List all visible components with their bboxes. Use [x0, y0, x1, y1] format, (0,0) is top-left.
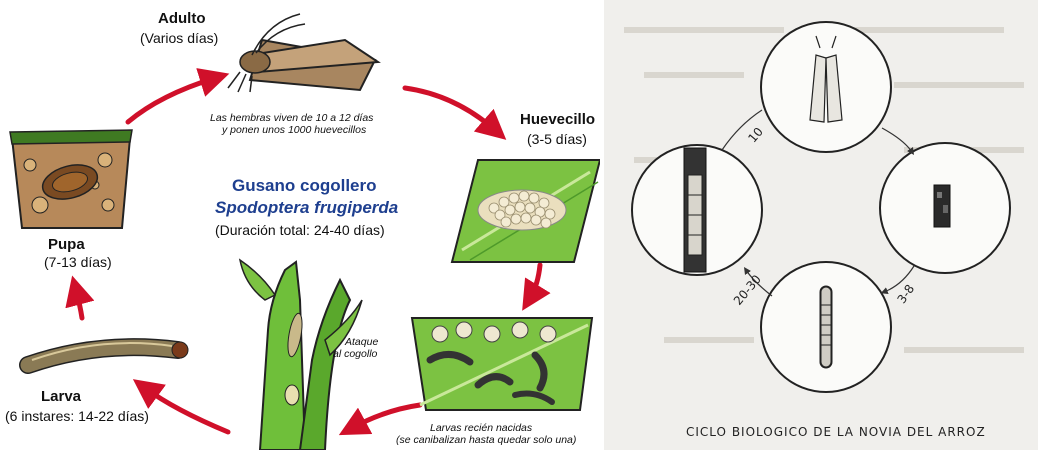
- attack-note-line1: Ataque: [345, 336, 378, 348]
- adult-stage-label: Adulto: [158, 10, 205, 27]
- rice-pest-life-cycle: 10 3-8 20-30 CICLO BIOLOGICO DE LA NOVIA…: [604, 0, 1038, 450]
- fall-armyworm-life-cycle: Adulto (Varios días) Las hembras viven d…: [0, 0, 600, 450]
- attack-note-line2: al cogollo: [333, 348, 377, 360]
- biological-cycle-diagram: [604, 0, 1038, 450]
- hatchling-note-line2: (se canibalizan hasta quedar solo una): [396, 434, 576, 446]
- diagram-scientific-name: Spodoptera frugiperda: [215, 198, 398, 218]
- arrow-egg-to-hatchling: [530, 265, 540, 298]
- egg-stage-label: Huevecillo: [520, 111, 595, 128]
- larva-sketch: [820, 292, 832, 362]
- arrow-larva-to-pupa: [76, 290, 82, 318]
- arrow-hatchling-to-attack: [352, 405, 420, 428]
- arrow-pupa-to-adult: [128, 78, 215, 122]
- larva-illustration: [28, 342, 188, 365]
- adult-circle: [761, 22, 891, 152]
- adult-note-line1: Las hembras viven de 10 a 12 días: [210, 112, 373, 124]
- larva-stage-duration: (6 instares: 14-22 días): [5, 408, 149, 424]
- pupa-stage-duration: (7-13 días): [44, 254, 112, 270]
- arrow-adult-to-egg: [405, 88, 495, 130]
- larva-stage-label: Larva: [41, 388, 81, 405]
- diagram-total-duration: (Duración total: 24-40 días): [215, 222, 385, 238]
- pupa-soil-illustration: [10, 130, 132, 228]
- pupa-stem-sketch: [684, 148, 706, 272]
- adult-stage-duration: (Varios días): [140, 30, 218, 46]
- hatchling-note-line1: Larvas recién nacidas: [430, 422, 532, 434]
- egg-mass-sketch: [934, 185, 950, 227]
- diagram-title: Gusano cogollero: [232, 176, 377, 196]
- arrow-attack-to-larva: [145, 388, 228, 432]
- pupa-stage-label: Pupa: [48, 236, 85, 253]
- figure-caption: CICLO BIOLOGICO DE LA NOVIA DEL ARROZ: [686, 425, 986, 439]
- egg-stage-duration: (3-5 días): [527, 131, 587, 147]
- adult-moth-illustration: [228, 14, 378, 92]
- egg-mass-leaf-illustration: [452, 160, 600, 262]
- adult-note-line2: y ponen unos 1000 huevecillos: [222, 124, 366, 136]
- hatchling-larvae-leaf-illustration: [412, 318, 592, 410]
